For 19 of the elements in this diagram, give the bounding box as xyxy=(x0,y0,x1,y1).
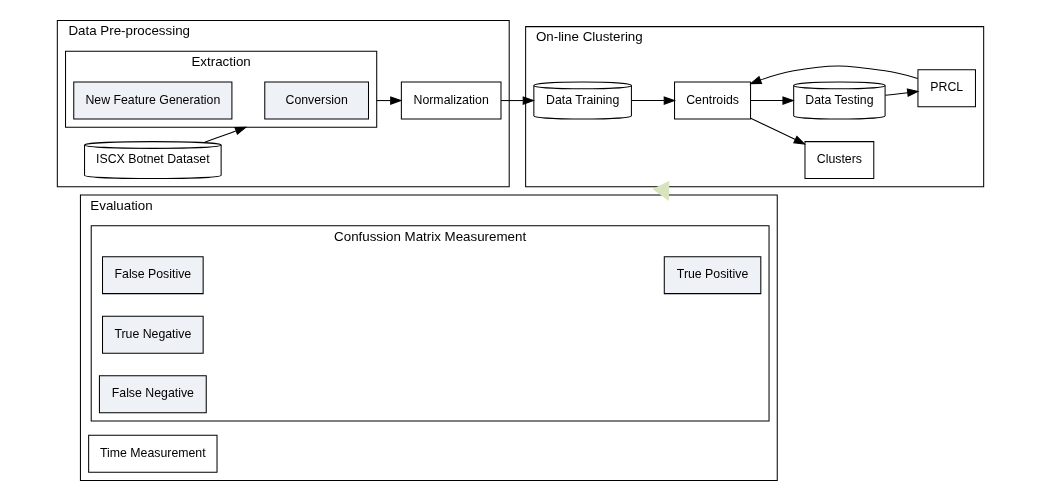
node-box: True Positive xyxy=(663,256,761,295)
arrow xyxy=(652,180,669,201)
node-box: False Positive xyxy=(101,256,204,295)
arrow xyxy=(630,96,676,105)
node-box: True Negative xyxy=(101,315,204,354)
arrow xyxy=(375,96,403,105)
node-box: New Feature Generation xyxy=(72,81,232,120)
arrow xyxy=(884,88,919,98)
arrow xyxy=(748,65,918,85)
node-box: Clusters xyxy=(803,141,874,180)
node-box: Normalization xyxy=(400,81,501,120)
node-box: Centroids xyxy=(673,81,751,120)
node-box: Conversion xyxy=(263,81,369,120)
node-box: Time Measurement xyxy=(87,434,218,473)
node-box: False Negative xyxy=(98,375,207,414)
arrow xyxy=(749,96,795,105)
node-box: PRCL xyxy=(916,69,976,108)
arrow xyxy=(500,96,535,105)
arrow xyxy=(749,117,806,145)
